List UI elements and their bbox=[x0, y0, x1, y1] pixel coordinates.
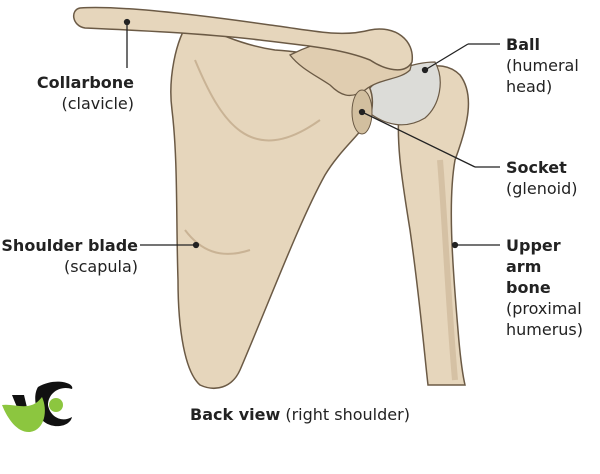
label-shoulder-blade: Shoulder blade (scapula) bbox=[1, 235, 138, 277]
label-socket-name: Socket bbox=[506, 158, 567, 177]
label-upper-arm-sub1: (proximal bbox=[506, 299, 582, 318]
label-ball-sub1: (humeral bbox=[506, 56, 579, 75]
label-shoulder-blade-name: Shoulder blade bbox=[1, 236, 138, 255]
label-upper-arm-bone: Upper arm bone (proximal humerus) bbox=[506, 235, 600, 340]
label-socket-sub: (glenoid) bbox=[506, 179, 578, 198]
label-upper-arm-sub2: humerus) bbox=[506, 320, 584, 339]
leader-lines bbox=[123, 18, 500, 249]
label-shoulder-blade-sub: (scapula) bbox=[64, 257, 138, 276]
label-collarbone-name: Collarbone bbox=[36, 73, 134, 92]
label-socket: Socket (glenoid) bbox=[506, 157, 577, 199]
caption-bold: Back view bbox=[190, 405, 281, 424]
label-collarbone-sub: (clavicle) bbox=[61, 94, 134, 113]
caption: Back view (right shoulder) bbox=[0, 405, 600, 424]
label-collarbone: Collarbone (clavicle) bbox=[37, 72, 134, 114]
caption-rest: (right shoulder) bbox=[280, 405, 410, 424]
logo bbox=[2, 381, 73, 433]
label-upper-arm-name2: bone bbox=[506, 278, 551, 297]
label-ball-sub2: head) bbox=[506, 77, 553, 96]
label-ball-name: Ball bbox=[506, 35, 540, 54]
label-upper-arm-name1: Upper arm bbox=[506, 236, 561, 276]
label-ball: Ball (humeral head) bbox=[506, 34, 579, 97]
